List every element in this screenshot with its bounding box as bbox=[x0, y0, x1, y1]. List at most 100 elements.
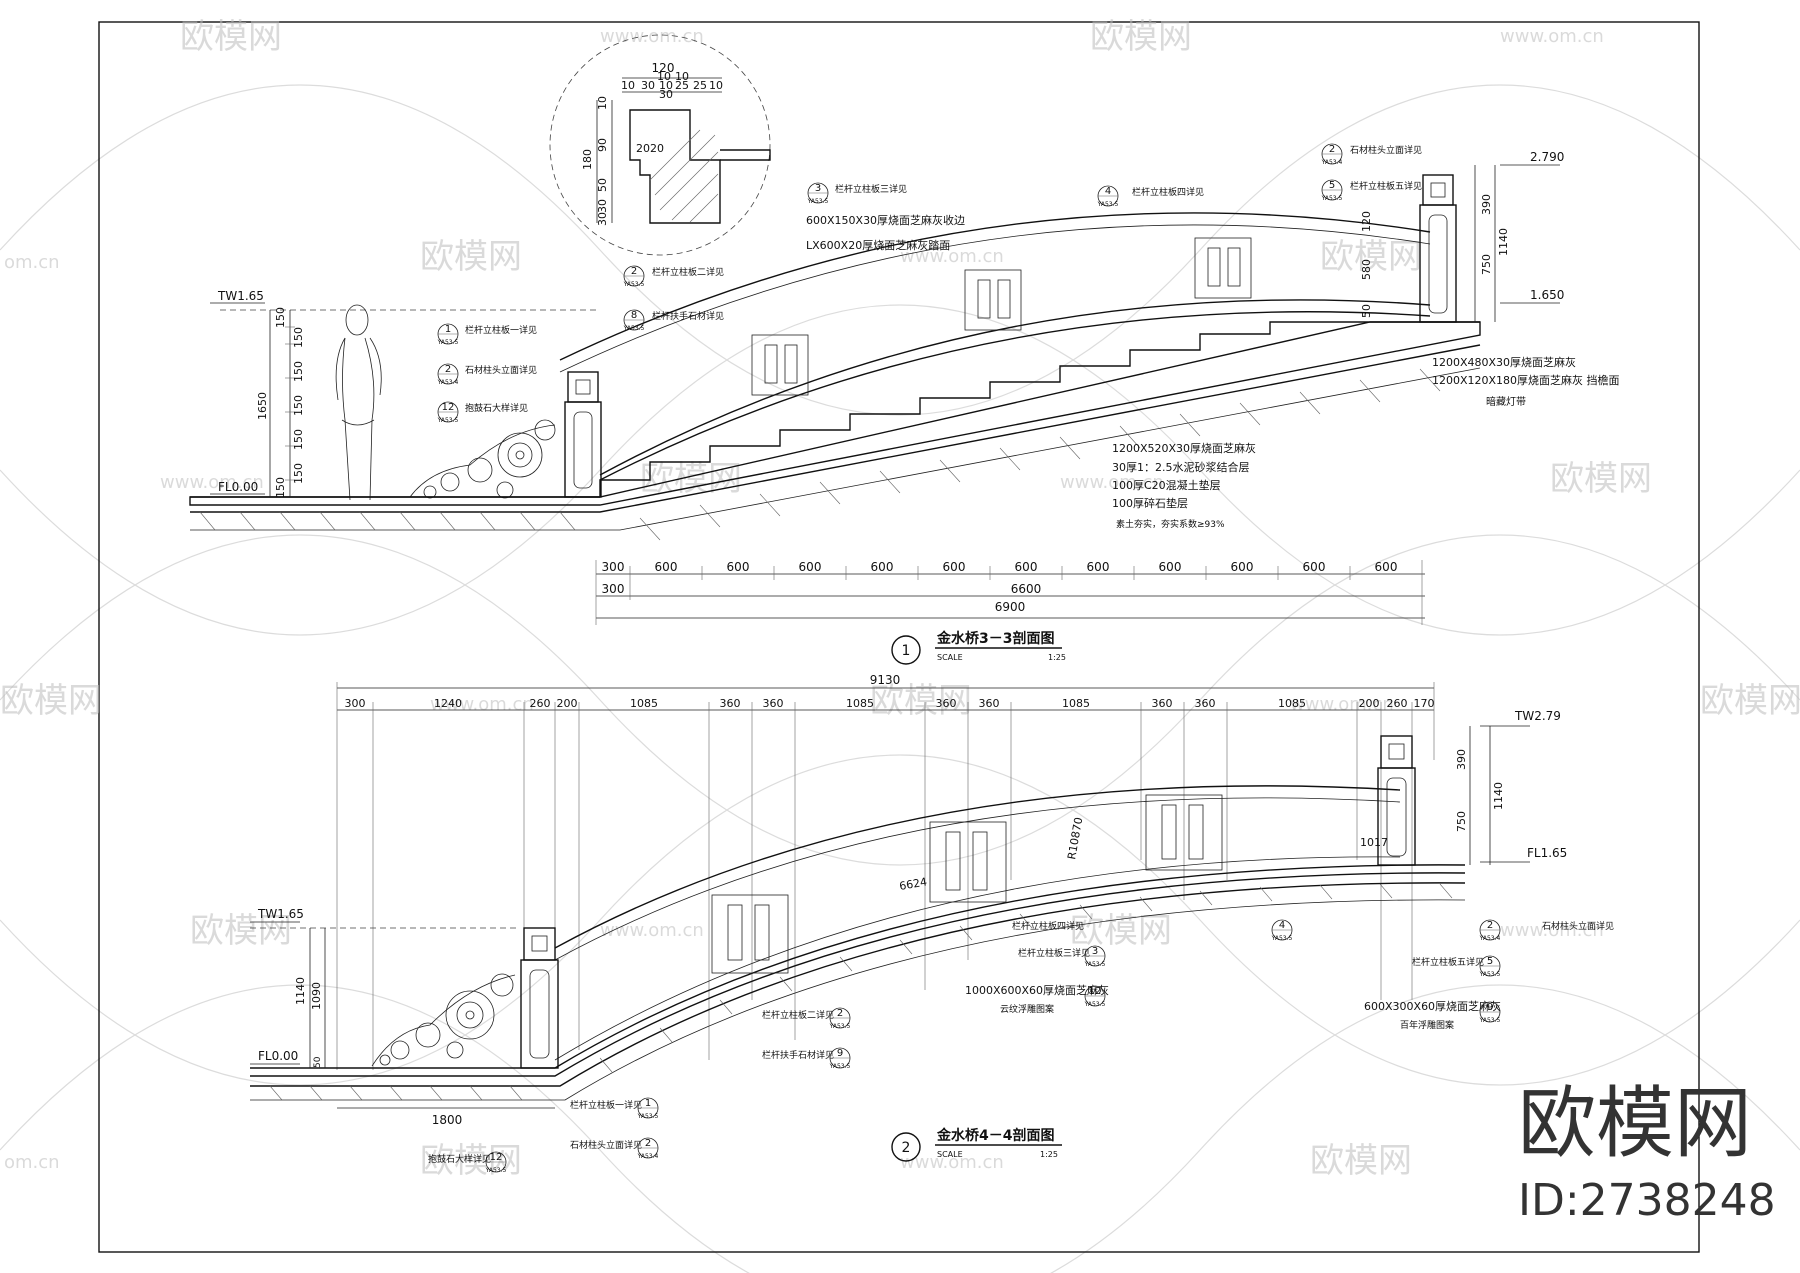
watermark-url-short: om.cn bbox=[4, 1152, 60, 1173]
note-right: 1200X120X180厚烧面芝麻灰 挡檐面 bbox=[1432, 373, 1620, 387]
human-figure bbox=[335, 304, 382, 501]
section-2-left-post bbox=[520, 927, 559, 1069]
sub-note: 云纹浮雕图案 bbox=[1000, 1003, 1054, 1015]
callout-num: 1 bbox=[645, 1098, 651, 1109]
bottom-dim: 600 bbox=[1015, 560, 1038, 574]
callout-text: 栏杆立柱板三详见 bbox=[835, 183, 907, 195]
note-top: LX600X20厚烧面芝麻灰踏面 bbox=[806, 238, 950, 252]
s2-level-fl000: FL0.00 bbox=[258, 1049, 298, 1063]
top-dim: 1240 bbox=[434, 697, 462, 710]
bottom-dim: 600 bbox=[799, 560, 822, 574]
callout-ref: YA53.5 bbox=[623, 325, 645, 332]
callout-text: 抱鼓石大样详见 bbox=[465, 402, 528, 414]
callout-text: 栏杆立柱板四详见 bbox=[1012, 920, 1084, 932]
watermark-url: www.om.cn bbox=[1500, 920, 1604, 941]
inset-dim: 10 bbox=[659, 79, 673, 92]
s2-right-dim: 390 bbox=[1455, 749, 1468, 770]
left-height-dim: 150 bbox=[292, 361, 305, 382]
s2-right-dim: 1140 bbox=[1492, 782, 1505, 810]
handrail-profile bbox=[629, 109, 721, 224]
section-2-number: 2 bbox=[902, 1140, 911, 1156]
top-dim: 1085 bbox=[1278, 697, 1306, 710]
callout-text: 栏杆立柱板五详见 bbox=[1350, 180, 1422, 192]
bottom-dim: 600 bbox=[871, 560, 894, 574]
stair-steps bbox=[599, 321, 1480, 497]
watermark-brand: 欧模网 bbox=[180, 17, 282, 57]
total-dim: 6900 bbox=[995, 600, 1026, 614]
right-post bbox=[1419, 174, 1457, 323]
callout-ref: YA53.5 bbox=[623, 281, 645, 288]
callout-ref: YA53.5 bbox=[1479, 1017, 1501, 1024]
watermark-brand: 欧模网 bbox=[1700, 681, 1800, 721]
watermark-brand: 欧模网 bbox=[1550, 459, 1652, 499]
section-2-drum-stone bbox=[371, 973, 516, 1067]
watermark-url: www.om.cn bbox=[600, 26, 704, 47]
watermark-id: ID:2738248 bbox=[1518, 1175, 1776, 1226]
watermark-brand: 欧模网 bbox=[1320, 237, 1422, 277]
note-bottom: 100厚碎石垫层 bbox=[1112, 496, 1188, 510]
callout-num: 5 bbox=[1329, 180, 1335, 191]
inset-dim: 10 bbox=[709, 79, 723, 92]
inset-dim: 120 bbox=[652, 61, 675, 75]
inset-dim: 10 bbox=[621, 79, 635, 92]
top-dim: 1085 bbox=[630, 697, 658, 710]
arch-deck-top bbox=[250, 864, 1466, 1069]
inset-dim: 25 bbox=[693, 79, 707, 92]
section-2-number-circle bbox=[891, 1132, 921, 1162]
section-1-title: 金水桥3－3剖面图 bbox=[936, 630, 1054, 647]
bottom-dim: 300 bbox=[602, 560, 625, 574]
callout-num: 12 bbox=[442, 402, 455, 413]
rail-panels bbox=[751, 237, 1252, 396]
callout-num: 8 bbox=[631, 310, 637, 321]
callout-text: 栏杆立柱板四详见 bbox=[1132, 186, 1204, 198]
inset-dim: 25 bbox=[675, 79, 689, 92]
callout-num: 12 bbox=[490, 1152, 503, 1163]
callout-num: 3 bbox=[815, 183, 821, 194]
s2-radius: R10870 bbox=[1065, 816, 1085, 860]
left-height-dim: 150 bbox=[292, 395, 305, 416]
callout-num: 4 bbox=[1105, 186, 1111, 197]
watermark-url: www.om.cn bbox=[160, 472, 264, 493]
section-1-scale-label: SCALE bbox=[937, 653, 963, 662]
top-dim: 1085 bbox=[846, 697, 874, 710]
left-height-dim: 150 bbox=[292, 327, 305, 348]
callout-ref: YA53.5 bbox=[437, 417, 459, 424]
callout-num: 2 bbox=[1487, 920, 1493, 931]
section-2-scale-value: 1:25 bbox=[1040, 1150, 1058, 1159]
upper-rail-arc bbox=[559, 212, 1431, 361]
s2-level-tw279: TW2.79 bbox=[1514, 709, 1561, 723]
callout-ref: YA53.5 bbox=[1084, 961, 1106, 968]
drum-stone-scroll bbox=[409, 419, 556, 499]
left-height-dim: 150 bbox=[274, 307, 287, 328]
note-bottom: 30厚1：2.5水泥砂浆结合层 bbox=[1112, 460, 1250, 474]
level-2790: 2.790 bbox=[1530, 150, 1564, 164]
top-dim: 260 bbox=[1387, 697, 1408, 710]
top-dim: 1085 bbox=[1062, 697, 1090, 710]
bottom-dim: 600 bbox=[1303, 560, 1326, 574]
callout-text: 栏杆立柱板一详见 bbox=[570, 1099, 642, 1111]
callout-text: 抱鼓石大样详见 bbox=[428, 1153, 491, 1165]
section-2-total-dim: 9130 bbox=[870, 673, 901, 687]
watermark-url: www.om.cn bbox=[600, 920, 704, 941]
inset-dim: 30 bbox=[659, 88, 673, 101]
section-2-callouts: 栏杆立柱板四详见 4 YA53.5 栏杆立柱板三详见 3 YA53.5 1000… bbox=[428, 919, 1614, 1174]
callout-text: 栏杆立柱板一详见 bbox=[465, 324, 537, 336]
watermark-brand: 欧模网 bbox=[870, 681, 972, 721]
callout-ref: YA53.4 bbox=[1479, 935, 1501, 942]
watermark-big-brand: 欧模网 bbox=[1518, 1079, 1752, 1169]
section-1-hatch bbox=[199, 368, 1441, 541]
level-tw165: TW1.65 bbox=[217, 289, 264, 303]
top-dim: 360 bbox=[1152, 697, 1173, 710]
bottom-dim: 600 bbox=[655, 560, 678, 574]
top-dim: 170 bbox=[1414, 697, 1435, 710]
callout-num: 9 bbox=[837, 1048, 843, 1059]
section-2-hatch bbox=[269, 883, 1453, 1101]
s2-left-dim: 1090 bbox=[310, 982, 323, 1010]
callout-num: 2 bbox=[445, 364, 451, 375]
section-2-scale-label: SCALE bbox=[937, 1150, 963, 1159]
callout-text: 栏杆扶手石材详见 bbox=[652, 310, 724, 322]
callout-text: 石材柱头立面详见 bbox=[465, 364, 537, 376]
section-2-drawing: 9130 300 1240 260 200 1085 360 360 1085 … bbox=[250, 673, 1614, 1174]
inset-side-dim: 50 bbox=[596, 178, 609, 192]
